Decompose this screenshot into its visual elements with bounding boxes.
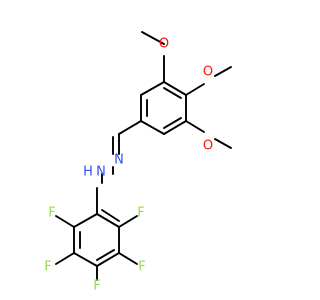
atom-labels: O O O N N H F F F F F [44,37,213,294]
ring-bond [96,213,120,228]
trimethoxyphenyl-ring [140,81,187,135]
molecule-canvas: O O O N N H F F F F F [44,31,232,294]
ring-bond [73,213,98,228]
pentafluorophenyl-ring [73,187,120,267]
fluorine-label-upper-left: F [48,206,55,221]
methoxy-bond [141,31,165,45]
methoxy-bond [185,120,205,133]
structure-diagram: O O O N N H F F F F F [44,31,232,294]
ring-bond [96,252,120,267]
c-f-bond [118,252,138,265]
ring-double-bond [163,117,182,129]
ring-bond [73,252,98,267]
c-f-bond [118,215,138,228]
ring-bond [140,81,165,96]
methoxy-bond [214,138,232,149]
nitrogen-label-amine: N [96,165,106,180]
fluorine-label-right: F [138,260,145,275]
ring-double-bond [96,249,115,261]
ring-bond [140,120,165,135]
ring-double-bond [163,87,182,99]
oxygen-label-middle: O [203,65,213,80]
fluorine-label-upper-right: F [137,206,144,221]
ring-bond [163,120,187,135]
methoxy-groups [141,31,232,149]
c-f-bond [55,252,75,265]
aryl-methine-bond [118,120,142,135]
methoxy-bond [185,83,205,96]
ring-bond [163,81,187,96]
nitrogen-label-imine: N [114,153,124,168]
fluorine-label-left: F [44,260,51,275]
hydrogen-label: H [83,165,93,180]
oxygen-label-top: O [159,37,169,52]
fluorine-label-bottom: F [93,279,100,294]
c-f-bond [55,215,75,228]
fluorine-bonds [55,215,138,281]
methoxy-bond [214,66,232,77]
ring-double-bond [101,209,120,222]
hydrazone-linker [101,120,142,184]
oxygen-label-lower: O [203,139,213,154]
